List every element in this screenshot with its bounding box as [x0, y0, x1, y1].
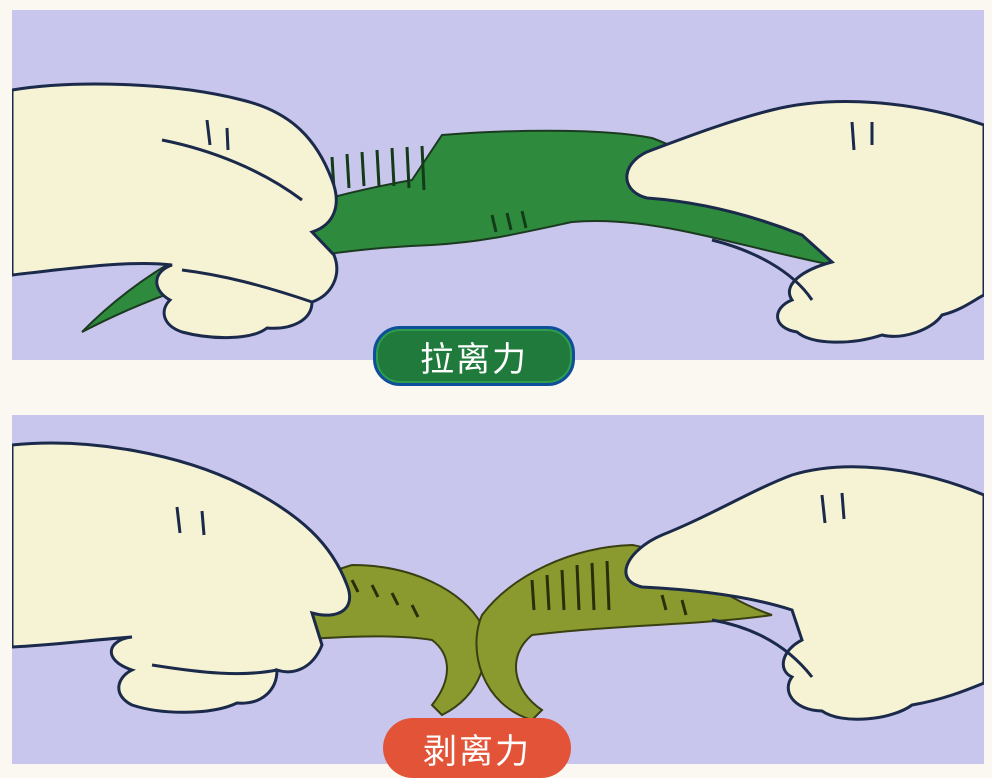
tensile-force-panel	[12, 10, 984, 360]
peel-force-label: 剥离力	[383, 718, 571, 778]
tensile-illustration	[12, 82, 984, 344]
right-hand	[625, 100, 984, 344]
left-hand	[12, 82, 339, 340]
tensile-force-label: 拉离力	[373, 326, 575, 386]
right-hand-bottom	[624, 465, 984, 721]
peel-force-panel	[12, 415, 984, 764]
left-hand-bottom	[12, 441, 351, 714]
peel-illustration	[12, 441, 984, 722]
